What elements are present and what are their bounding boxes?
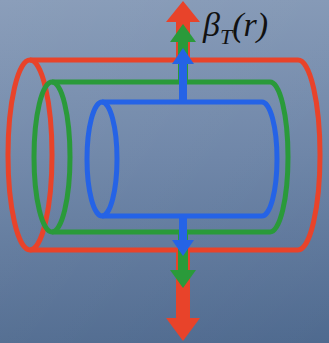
- red-velocity-arrows: [166, 1, 200, 341]
- label-text: (r): [232, 6, 268, 43]
- subscript-text: T: [220, 24, 232, 49]
- inner-cylinder: [87, 102, 277, 216]
- label-text: β: [203, 6, 220, 43]
- velocity-profile-label: βT(r): [203, 6, 268, 50]
- blue-velocity-arrows: [172, 48, 194, 256]
- outer-cylinder: [8, 60, 320, 250]
- middle-cylinder: [34, 82, 288, 232]
- green-velocity-arrows: [170, 24, 196, 288]
